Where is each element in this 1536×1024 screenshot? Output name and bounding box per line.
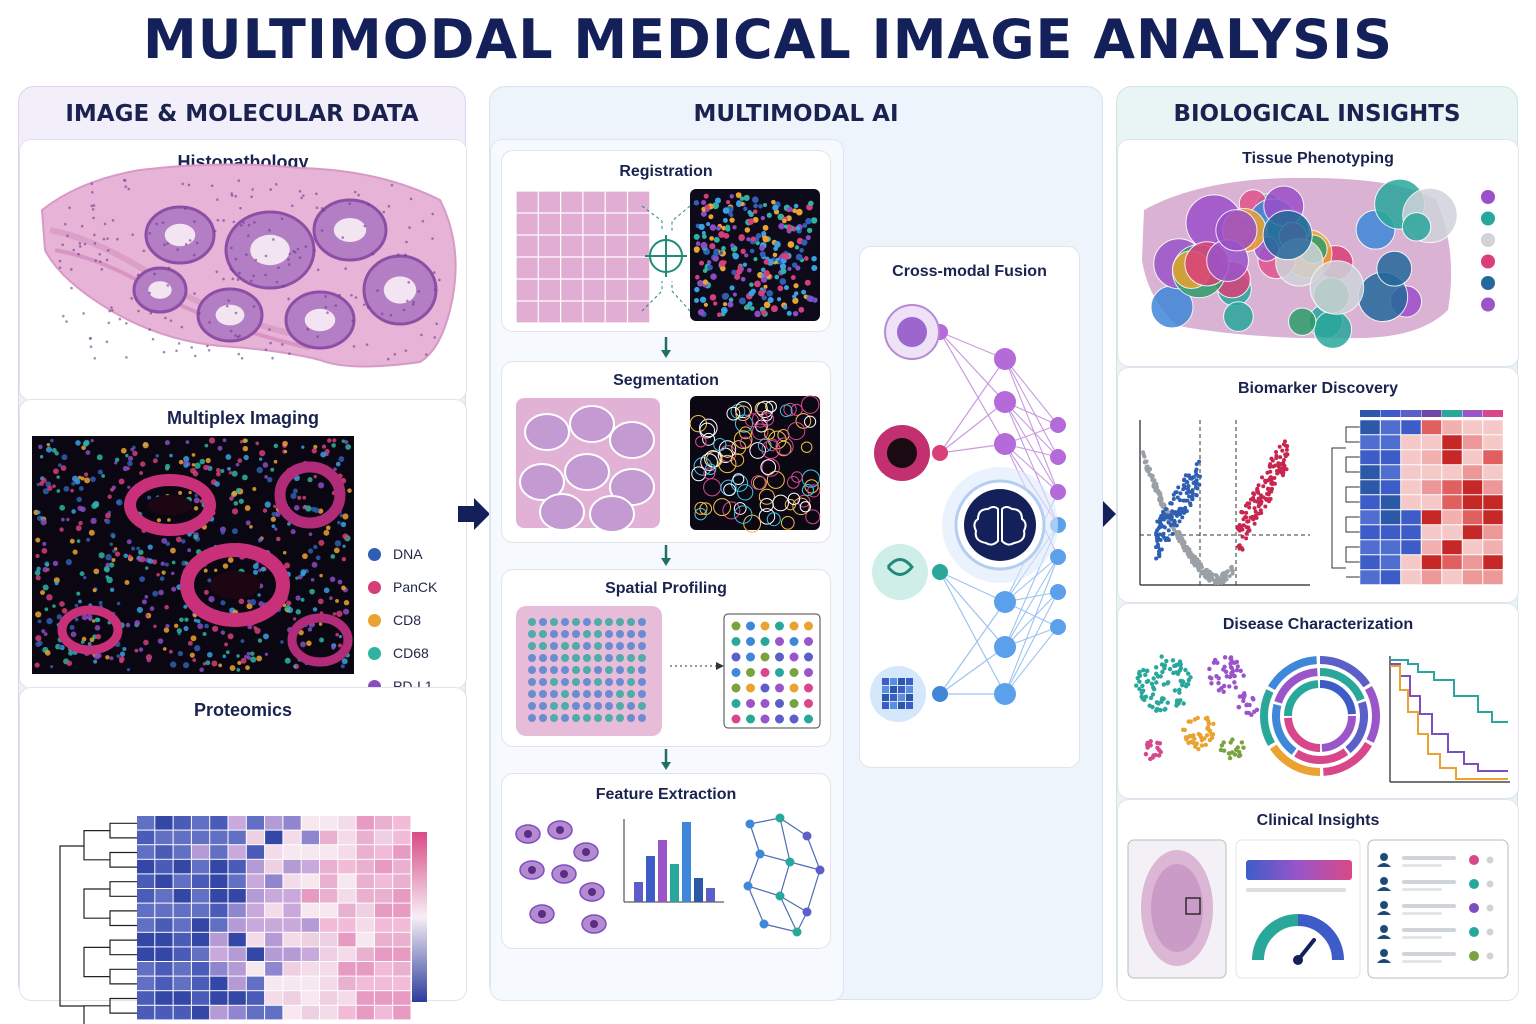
- feature-extraction-panel: Feature Extraction: [501, 773, 831, 949]
- tissue-phenotyping-panel: Tissue Phenotyping: [1117, 139, 1519, 367]
- spatial-profiling-image: [516, 606, 821, 736]
- biomarker-discovery-title: Biomarker Discovery: [1237, 380, 1399, 397]
- proteomics-panel: Proteomics: [19, 687, 467, 1024]
- multiplex-image: [32, 436, 354, 674]
- legend-dot-icon: [368, 581, 381, 594]
- biomarker-discovery-panel: Biomarker Discovery: [1117, 367, 1519, 603]
- step-arrow-3-icon: [661, 749, 671, 770]
- registration-image: [515, 189, 820, 324]
- multiplex-title: Multiplex Imaging: [166, 408, 319, 428]
- tissue-phenotyping-title: Tissue Phenotyping: [1242, 150, 1394, 167]
- image-molecular-data-column: IMAGE & MOLECULAR DATA Histopathology Mu…: [18, 86, 467, 1024]
- legend-label: PanCK: [393, 579, 438, 595]
- legend-item-panck: PanCK: [368, 579, 437, 595]
- legend-label: CD8: [393, 612, 422, 628]
- legend-item-dna: DNA: [368, 546, 423, 562]
- histopathology-image: [40, 163, 457, 368]
- spatial-profiling-title: Spatial Profiling: [605, 580, 727, 597]
- step-arrow-2-icon: [661, 545, 671, 566]
- proteomics-heatmap: [59, 816, 427, 1024]
- disease-characterization-panel: Disease Characterization: [1117, 603, 1519, 799]
- registration-panel: Registration: [501, 150, 831, 332]
- segmentation-panel: Segmentation: [501, 361, 831, 543]
- clinical-insights-panel: Clinical Insights: [1117, 799, 1519, 1001]
- column-header-image-molecular: IMAGE & MOLECULAR DATA: [65, 101, 419, 127]
- legend-label: CD68: [393, 645, 429, 661]
- clinical-dashboard: [1127, 839, 1509, 979]
- disease-plots: [1133, 654, 1510, 783]
- legend-item-cd68: CD68: [368, 645, 429, 661]
- arrow-to-ai-icon: [458, 498, 490, 530]
- column-header-multimodal-ai: MULTIMODAL AI: [693, 101, 899, 127]
- biomarker-plots: [1139, 410, 1504, 586]
- segmentation-image: [516, 395, 821, 533]
- column-header-biological-insights: BIOLOGICAL INSIGHTS: [1173, 101, 1461, 127]
- multimodal-ai-column: MULTIMODAL AI Registration Segmentation: [489, 86, 1103, 1001]
- cross-modal-fusion-title: Cross-modal Fusion: [892, 263, 1047, 280]
- segmentation-title: Segmentation: [613, 372, 719, 389]
- cross-modal-fusion-panel: Cross-modal Fusion: [859, 246, 1080, 768]
- legend-item-cd8: CD8: [368, 612, 421, 628]
- step-arrow-1-icon: [661, 337, 671, 358]
- fusion-network: [870, 304, 1066, 722]
- feature-extraction-title: Feature Extraction: [595, 786, 737, 803]
- registration-title: Registration: [619, 163, 713, 180]
- biological-insights-column: BIOLOGICAL INSIGHTS Tissue Phenotyping B…: [1116, 86, 1519, 1001]
- histopathology-panel: Histopathology: [19, 139, 467, 401]
- feature-extraction-image: [515, 813, 825, 937]
- legend-dot-icon: [368, 614, 381, 627]
- clinical-insights-title: Clinical Insights: [1256, 812, 1380, 829]
- tissue-phenotyping-map: [1142, 177, 1495, 349]
- page-title: MULTIMODAL MEDICAL IMAGE ANALYSIS: [142, 8, 1393, 71]
- spatial-profiling-panel: Spatial Profiling: [501, 569, 831, 747]
- disease-characterization-title: Disease Characterization: [1222, 616, 1414, 633]
- legend-dot-icon: [368, 548, 381, 561]
- proteomics-color-scale: [412, 832, 427, 1002]
- legend-dot-icon: [368, 647, 381, 660]
- legend-label: DNA: [393, 546, 423, 562]
- proteomics-title: Proteomics: [193, 700, 293, 720]
